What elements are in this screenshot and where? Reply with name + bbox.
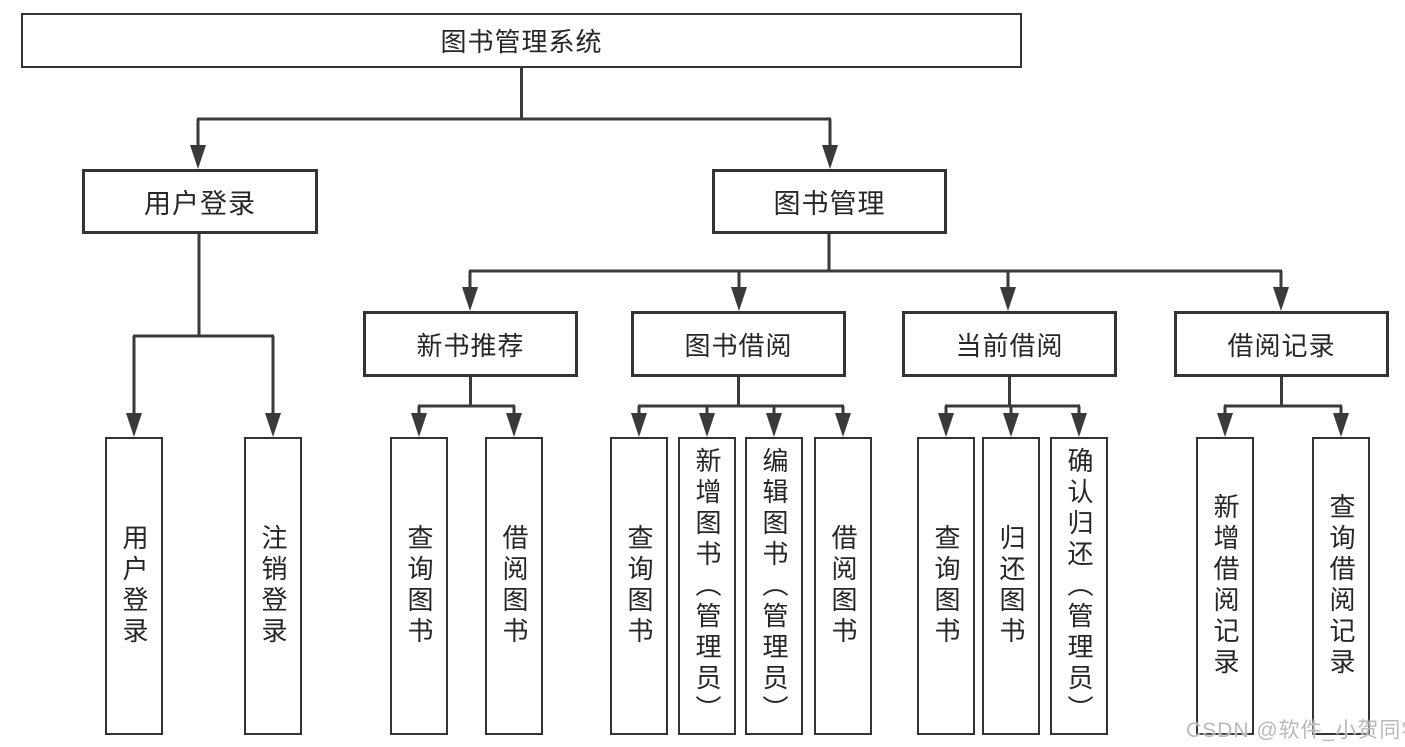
- rail-user-login-children: [133, 234, 274, 338]
- stems-level3: [468, 271, 1283, 290]
- node-current-borrowing: 当前借阅: [902, 311, 1117, 377]
- rail-book-borrow-children: [638, 377, 844, 408]
- arrowhead-bb-borrow: [835, 413, 851, 437]
- leaf-cb-return-books: 归还图书: [982, 437, 1040, 735]
- leaf-cb-query-books: 查询图书: [917, 437, 975, 735]
- rail-borrow-records-children: [1224, 377, 1342, 408]
- arrowhead-br-query: [1333, 413, 1349, 437]
- leaf-nbr-query-books: 查询图书: [390, 437, 448, 735]
- leaf-bb-add-books-admin: 新增图书（管理员）: [678, 437, 736, 735]
- leaf-bb-query-books: 查询图书: [610, 437, 668, 735]
- arrowhead-new-book-rec: [462, 287, 478, 311]
- arrowhead-cb-confirm: [1071, 413, 1087, 437]
- stems-leaves: [417, 406, 1343, 416]
- stems-level2: [196, 119, 832, 148]
- arrowhead-current-borrow: [1000, 287, 1016, 311]
- arrowhead-book-borrow: [731, 287, 747, 311]
- node-library-management-system: 图书管理系统: [21, 13, 1022, 68]
- arrowheads: [126, 145, 1349, 437]
- rail-new-book-rec-children: [418, 377, 515, 408]
- arrowhead-nbr-query: [411, 413, 427, 437]
- rail-current-borrow-children: [945, 377, 1080, 408]
- arrowhead-bb-add: [699, 413, 715, 437]
- node-book-management: 图书管理: [712, 169, 947, 234]
- leaf-cb-confirm-return-admin: 确认归还（管理员）: [1050, 437, 1108, 735]
- arrowhead-leaf-user-login: [126, 413, 142, 437]
- leaf-logout-login: 注销登录: [244, 437, 302, 735]
- arrowhead-nbr-borrow: [506, 413, 522, 437]
- rail-book-mgmt-children: [469, 234, 1282, 273]
- arrowhead-borrow-records: [1273, 287, 1289, 311]
- node-borrowing-records: 借阅记录: [1174, 311, 1389, 377]
- arrowhead-cb-return: [1003, 413, 1019, 437]
- leaf-br-query-record: 查询借阅记录: [1312, 437, 1370, 735]
- arrowhead-cb-query: [938, 413, 954, 437]
- leaf-user-login: 用户登录: [105, 437, 163, 735]
- leaf-nbr-borrow-books: 借阅图书: [485, 437, 543, 735]
- arrowhead-leaf-logout: [265, 413, 281, 437]
- arrowhead-user-login: [190, 145, 206, 169]
- arrowhead-bb-edit: [766, 413, 782, 437]
- arrowhead-br-add: [1217, 413, 1233, 437]
- arrowhead-book-mgmt: [822, 145, 838, 169]
- node-new-book-recommend: 新书推荐: [363, 311, 578, 377]
- node-user-login: 用户登录: [82, 169, 318, 234]
- stems-user-login: [132, 336, 275, 416]
- rail-root-to-level2: [197, 68, 831, 121]
- node-book-borrowing: 图书借阅: [631, 311, 846, 377]
- leaf-br-add-record: 新增借阅记录: [1196, 437, 1254, 735]
- leaf-bb-borrow-books: 借阅图书: [814, 437, 872, 735]
- csdn-watermark: CSDN @软件_小贺同学: [1186, 719, 1405, 742]
- arrowhead-bb-query: [631, 413, 647, 437]
- leaf-bb-edit-books-admin: 编辑图书（管理员）: [745, 437, 803, 735]
- connector-lines: [132, 68, 1343, 416]
